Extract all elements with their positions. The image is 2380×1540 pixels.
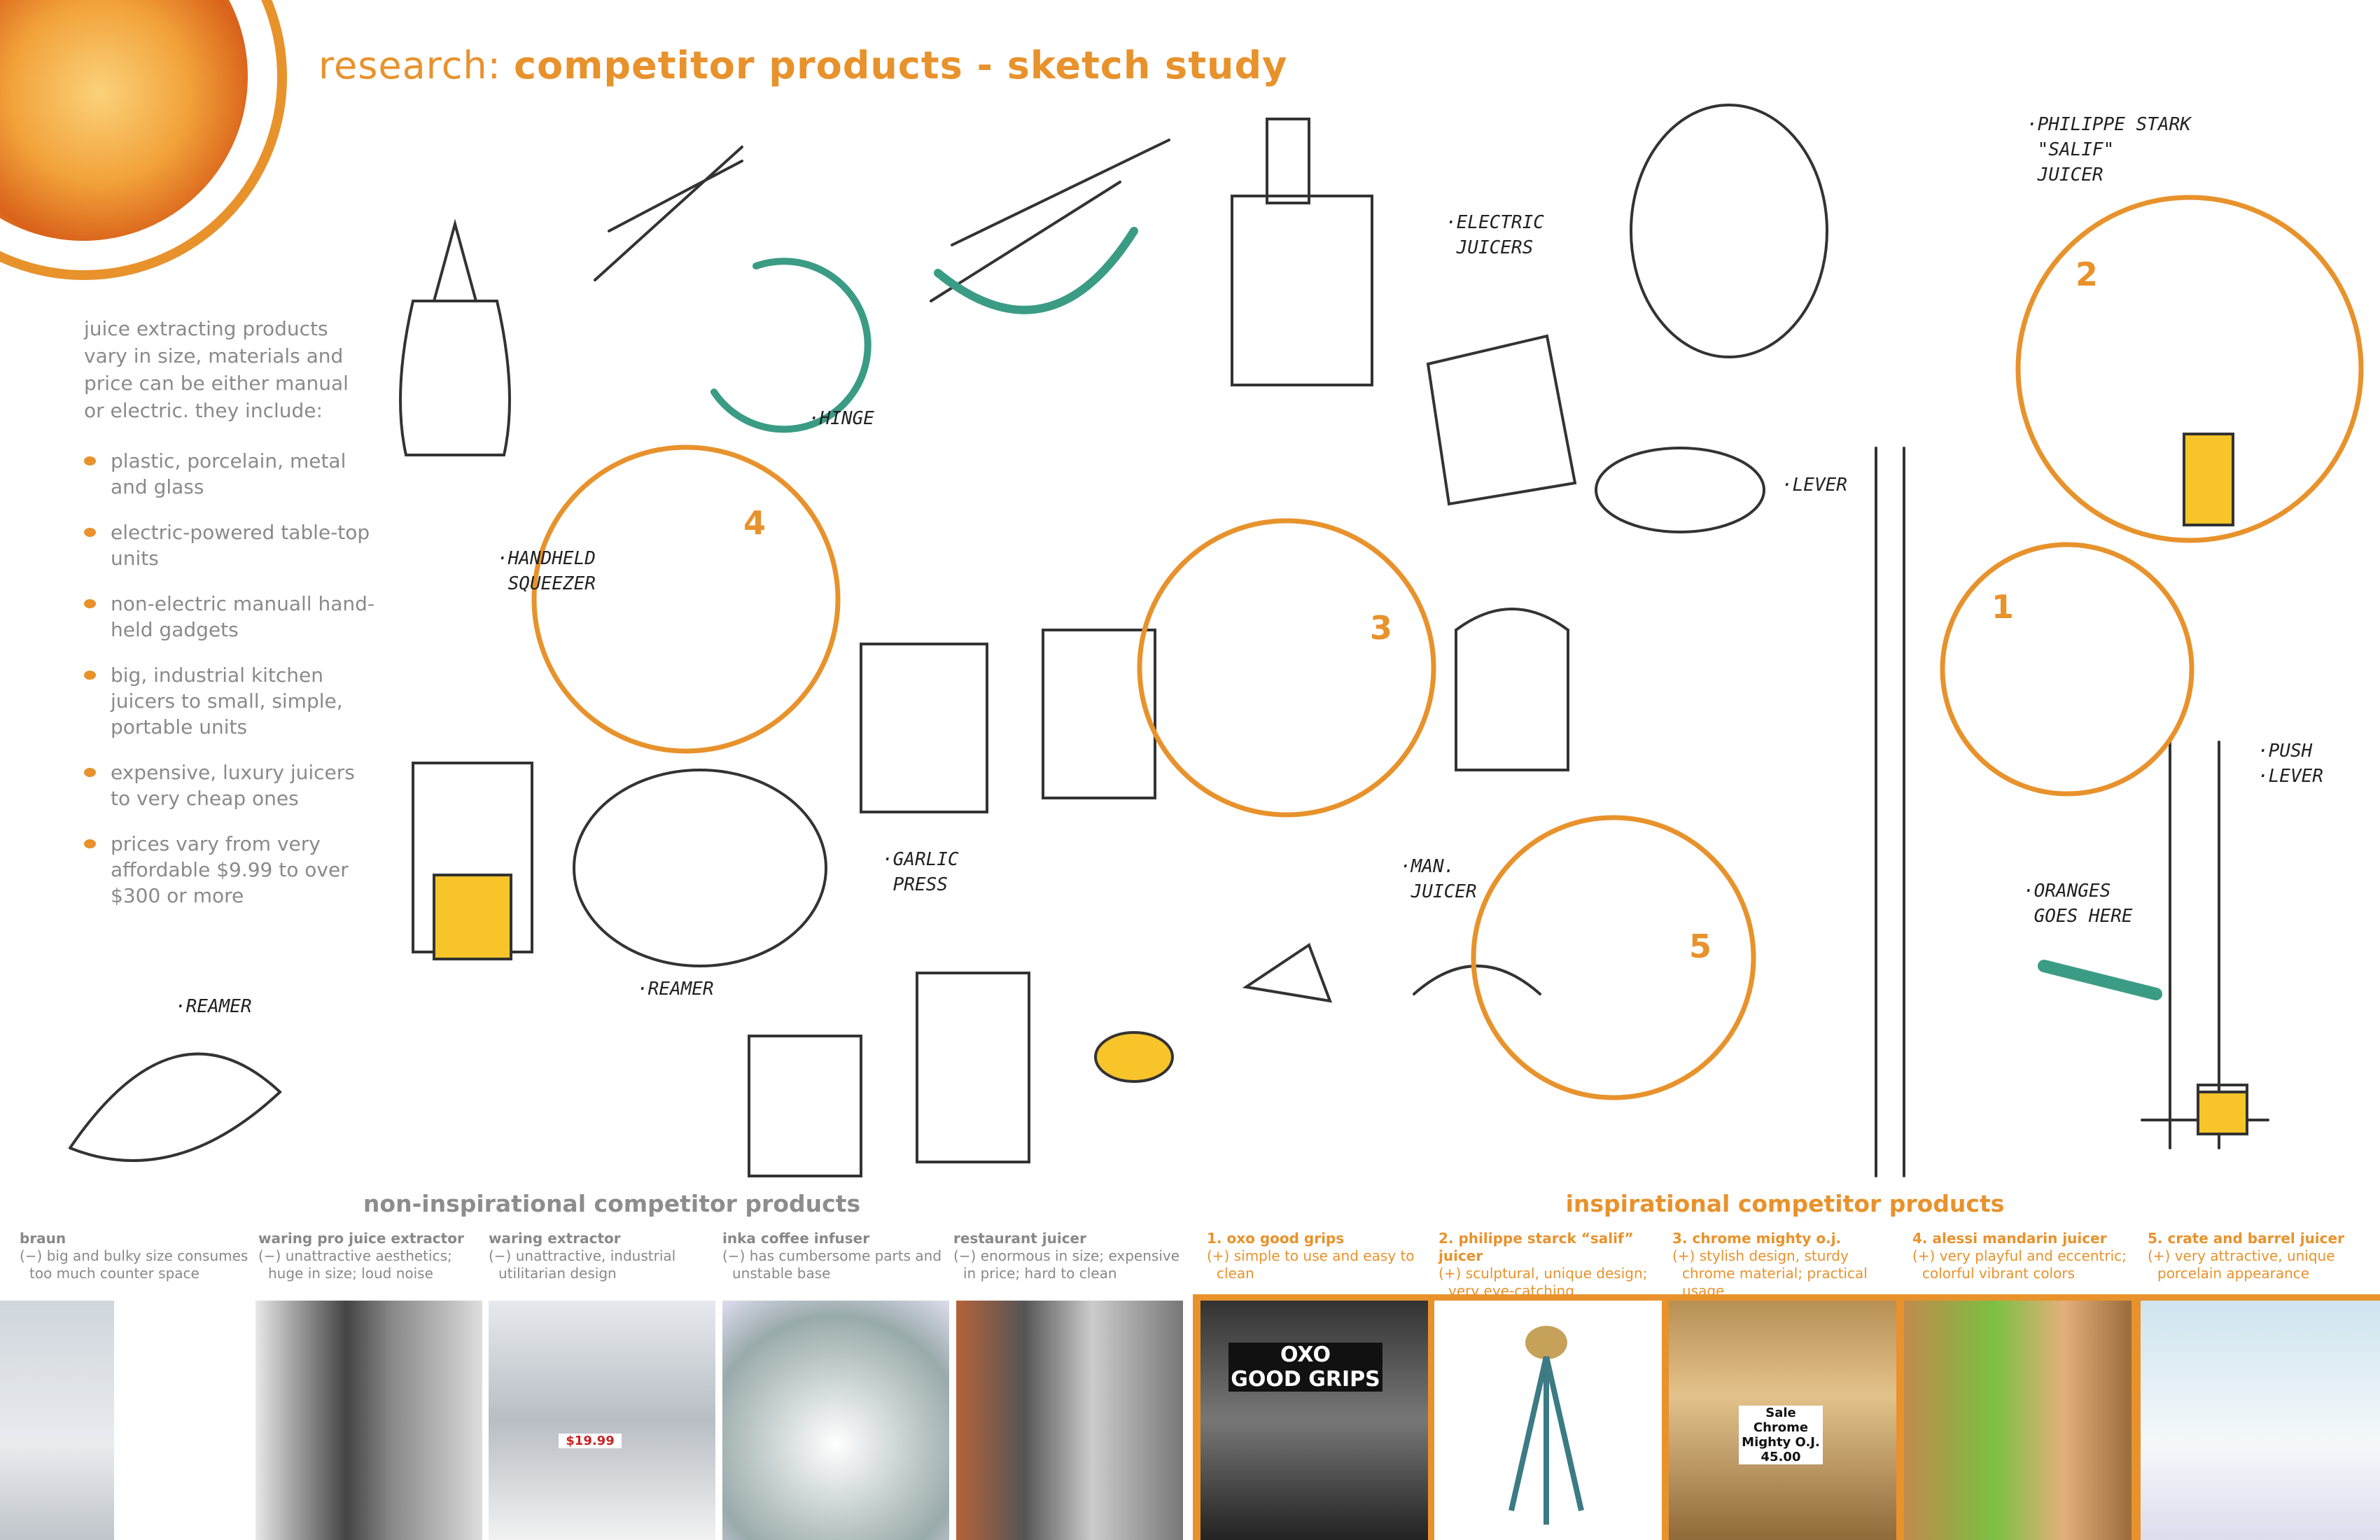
non-inspirational-caption: waring extractor(−) unattractive, indust… [489,1230,720,1282]
inspirational-caption: 2. philippe starck “salif” juicer(+) scu… [1438,1230,1670,1300]
feature-list-item: non-electric manuall hand-held gadgets [84,591,378,643]
sketches [69,104,2269,1177]
non-inspirational-caption: waring pro juice extractor(−) unattracti… [258,1230,489,1282]
label-starck: ·PHILIPPE STARK "SALIF" JUICER [2026,114,2191,186]
highlight-circle-2 [2015,195,2364,543]
product-name: 2. philippe starck “salif” juicer [1438,1230,1634,1264]
product-name: waring extractor [489,1230,621,1247]
product-name: 1. oxo good grips [1207,1230,1345,1247]
feature-list-item: expensive, luxury juicers to very cheap … [84,760,378,811]
product-name: 4. alessi mandarin juicer [1912,1230,2107,1247]
waring-price-tag: $19.99 [559,1434,622,1448]
product-desc: (−) unattractive, industrial utilitarian… [489,1247,676,1282]
inspirational-caption: 3. chrome mighty o.j.(+) stylish design,… [1672,1230,1903,1300]
label-reamer-2: ·REAMER [637,979,714,1000]
product-desc: (+) very attractive, unique porcelain ap… [2148,1247,2335,1282]
product-photo-inka [722,1301,949,1540]
product-desc: (−) big and bulky size consumes too much… [20,1247,248,1282]
product-photo-waring-pro [255,1301,482,1540]
orange-decoration [0,0,287,280]
product-desc: (−) has cumbersome parts and unstable ba… [722,1247,942,1282]
bullet-dot-icon [84,671,96,680]
label-garlic: ·GARLIC PRESS [882,849,959,895]
label-oranges: ·ORANGES GOES HERE [2023,881,2133,927]
label-man-juicer: ·MAN. JUICER [1400,856,1477,902]
circle-number-3: 3 [1370,609,1393,647]
sketch-reamer [69,1052,282,1162]
product-photo-salif [1434,1301,1662,1540]
product-name: restaurant juicer [953,1230,1086,1247]
bullet-dot-icon [84,456,96,465]
bullet-dot-icon [84,528,96,537]
product-desc: (−) unattractive aesthetics; huge in siz… [258,1247,452,1282]
product-name: 3. chrome mighty o.j. [1672,1230,1842,1247]
product-desc: (+) simple to use and easy to clean [1207,1247,1415,1282]
oxo-label: OXO GOOD GRIPS [1228,1343,1382,1392]
sketch-citrus-press [1630,104,1828,358]
product-photo-crate-barrel [2141,1301,2380,1540]
label-lever: ·LEVER [1782,475,1847,496]
sketch-area [69,104,2364,1177]
product-desc: (+) stylish design, sturdy chrome materi… [1672,1247,1868,1299]
intro-text: juice extracting products vary in size, … [84,317,349,422]
inspirational-heading: inspirational competitor products [1565,1190,2005,1217]
product-desc: (+) very playful and eccentric; colorful… [1912,1247,2127,1282]
label-hinge: ·HINGE [808,408,874,429]
product-name: braun [20,1230,66,1247]
sketch-squeezer [594,146,743,281]
inspirational-caption: 5. crate and barrel juicer(+) very attra… [2148,1230,2379,1282]
product-photo-oxo: OXO GOOD GRIPS [1200,1301,1428,1540]
product-photo-braun [0,1301,114,1540]
product-photo-alessi-mandarin [1904,1301,2132,1540]
sketch-electric-juicer [1231,195,1373,386]
circle-number-2: 2 [2076,255,2099,293]
non-inspirational-caption: inka coffee infuser(−) has cumbersome pa… [722,1230,953,1282]
sketch-juicer-tall [399,218,511,456]
sketch-arrow-2 [934,227,1138,314]
sketch-lever-press [1875,447,1905,1177]
bullet-dot-icon [84,599,96,608]
label-push-lever: ·PUSH ·LEVER [2258,741,2323,787]
sketch-squeezer-2 [930,139,1170,302]
highlight-circles [531,195,2364,1100]
highlight-circle-4 [531,444,841,754]
highlight-circle-3 [1137,518,1436,818]
product-desc: (−) enormous in size; expensive in price… [953,1247,1180,1282]
sketch-electric-2 [412,762,533,953]
label-reamer-1: ·REAMER [175,996,252,1017]
circle-number-1: 1 [1991,588,2015,626]
highlight-circle-5 [1471,815,1756,1100]
product-photo-chrome-mighty: Sale Chrome Mighty O.J. 45.00 [1669,1301,1896,1540]
non-inspirational-heading: non-inspirational competitor products [363,1190,861,1217]
label-electric-juicers: ·ELECTRIC JUICERS [1446,212,1544,258]
label-handheld: ·HANDHELD SQUEEZER [497,548,596,594]
product-photo-waring-extractor: $19.99 [489,1301,715,1540]
feature-list-item: big, industrial kitchen juicers to small… [84,662,378,740]
circle-number-4: 4 [743,504,766,542]
chrome-price-tag: Sale Chrome Mighty O.J. 45.00 [1739,1406,1823,1464]
sketch-reamer-bowl [573,769,827,967]
inspirational-caption: 1. oxo good grips(+) simple to use and e… [1207,1230,1438,1282]
inspirational-caption: 4. alessi mandarin juicer(+) very playfu… [1912,1230,2143,1282]
bullet-dot-icon [84,839,96,848]
page-title: research: competitor products - sketch s… [318,43,1288,88]
product-name: waring pro juice extractor [258,1230,464,1247]
product-name: inka coffee infuser [722,1230,870,1247]
salif-juicer-image [1508,1326,1584,1525]
non-inspirational-caption: restaurant juicer(−) enormous in size; e… [953,1230,1184,1282]
feature-list: plastic, porcelain, metal and glass elect… [84,448,378,928]
feature-list-item: electric-powered table-top units [84,519,378,571]
feature-list-item: plastic, porcelain, metal and glass [84,448,378,500]
bullet-dot-icon [84,768,96,777]
non-inspirational-caption: braun(−) big and bulky size consumes too… [20,1230,251,1282]
highlight-circle-1 [1940,542,2194,797]
circle-number-5: 5 [1689,927,1712,965]
feature-list-item: prices vary from very affordable $9.99 t… [84,831,378,909]
sketch-rotation-arrow [710,258,872,433]
product-name: 5. crate and barrel juicer [2148,1230,2344,1247]
sketch-jug [1426,334,1577,506]
product-photo-restaurant [956,1301,1183,1540]
